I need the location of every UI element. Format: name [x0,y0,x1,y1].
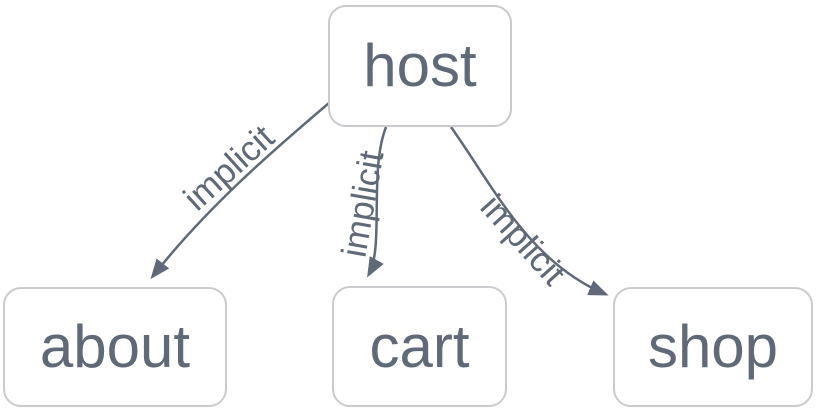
node-about-label: about [39,313,191,380]
edge-label-host-about: implicit [176,117,282,219]
node-shop: shop [613,287,813,407]
edge-label-host-shop: implicit [472,187,574,293]
node-host: host [328,5,512,127]
node-about: about [3,287,227,407]
node-cart: cart [332,286,507,407]
node-cart-label: cart [369,312,470,380]
node-host-label: host [363,32,477,99]
edge-label-host-cart: implicit [334,147,392,261]
node-shop-label: shop [647,313,779,380]
